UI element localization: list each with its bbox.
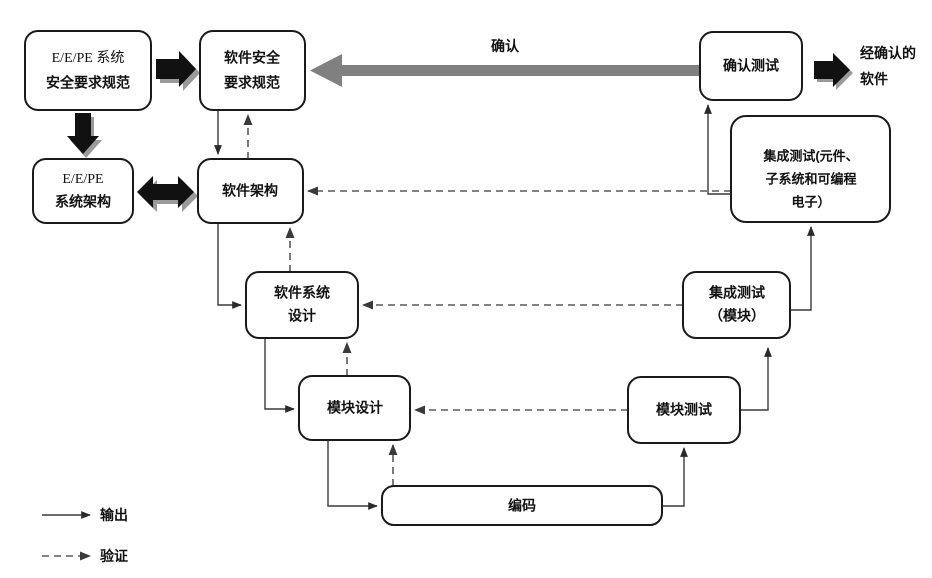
node-software-architecture-box	[197, 158, 304, 224]
block-arrow-validated-software	[814, 53, 853, 90]
output-flow-group	[214, 110, 378, 510]
block-arrow-body-3	[137, 176, 194, 208]
block-arrow-body-4	[814, 53, 850, 87]
flow-integration-test-system-to-validation-test	[704, 104, 731, 195]
verification-flow-group	[243, 113, 731, 486]
node-integration-test-module[interactable]: 集成测试 （模块）	[682, 271, 791, 339]
node-module-design-line1: 模块设计	[327, 400, 383, 416]
legend-verification-label: 验证	[100, 548, 128, 564]
legend: 输出 验证	[42, 507, 128, 564]
legend-output-label: 输出	[100, 507, 128, 523]
node-module-design[interactable]: 模块设计	[298, 375, 411, 441]
node-integration-test-system-box	[730, 115, 891, 223]
node-coding-box	[381, 485, 663, 526]
test-flow-group	[662, 104, 815, 507]
node-software-safety-requirements[interactable]: 软件安全 要求规范	[199, 30, 306, 111]
validation-band-arrow	[310, 54, 700, 87]
flow-system-design-to-module-design	[264, 338, 295, 413]
node-module-test-line1: 模块测试	[656, 402, 712, 418]
node-integration-test-module-line1: 集成测试	[708, 285, 765, 301]
node-integration-test-system-line3: 电子）	[791, 194, 830, 209]
node-ee-pe-safety-requirements[interactable]: E/E/PE 系统 安全要求规范	[24, 30, 152, 111]
flow-architecture-to-system-design	[217, 223, 242, 309]
node-ee-pe-system-architecture-line1: E/E/PE	[62, 172, 103, 187]
node-ee-pe-safety-requirements-line1: E/E/PE 系统	[52, 50, 125, 66]
node-software-architecture[interactable]: 软件架构	[197, 158, 304, 224]
node-software-system-design-line2: 设计	[288, 308, 316, 324]
node-integration-test-module-box	[682, 271, 791, 339]
node-software-safety-requirements-box	[199, 30, 306, 111]
node-validation-test-box	[699, 31, 803, 101]
node-software-system-design-box	[245, 271, 359, 339]
block-arrow-req-to-software-req	[156, 51, 200, 91]
node-module-design-box	[298, 375, 411, 441]
node-coding-line1: 编码	[508, 498, 536, 514]
node-ee-pe-system-architecture-line2: 系统架构	[55, 194, 111, 210]
node-validation-test[interactable]: 确认测试	[699, 31, 803, 101]
block-arrow-architecture-bidirectional	[137, 176, 198, 212]
node-ee-pe-system-architecture[interactable]: E/E/PE 系统架构	[32, 158, 134, 224]
validated-software-label-line2: 软件	[860, 71, 888, 87]
validated-software-label-line1: 经确认的	[860, 45, 916, 61]
node-software-safety-requirements-line1: 软件安全	[224, 50, 281, 66]
node-module-test[interactable]: 模块测试	[627, 376, 741, 444]
node-integration-test-module-line2: （模块）	[709, 308, 765, 324]
block-arrow-body-1	[156, 51, 196, 87]
node-software-system-design-line1: 软件系统	[274, 285, 330, 301]
node-coding[interactable]: 编码	[381, 485, 663, 526]
flow-module-design-to-coding	[327, 440, 378, 510]
block-arrow-body-2	[67, 113, 99, 154]
flow-coding-to-module-test	[662, 447, 688, 507]
validation-band-label: 确认	[491, 38, 520, 54]
flow-integration-test-module-to-integration-test-system	[790, 226, 815, 311]
node-software-architecture-line1: 软件架构	[222, 183, 278, 199]
node-integration-test-system-line1: 集成测试(元件、	[762, 148, 858, 163]
node-ee-pe-safety-requirements-box	[24, 30, 152, 111]
legend-item-verification: 验证	[42, 548, 128, 564]
node-ee-pe-safety-requirements-line2: 安全要求规范	[46, 75, 130, 91]
node-ee-pe-system-architecture-box	[32, 158, 134, 224]
validation-band-shaft	[338, 65, 700, 76]
node-software-safety-requirements-line2: 要求规范	[224, 75, 280, 91]
node-validation-test-line1: 确认测试	[723, 58, 779, 74]
flow-module-test-to-integration-test-module	[740, 347, 772, 411]
validation-band-head	[310, 54, 342, 87]
block-arrow-req-to-system-architecture	[67, 113, 102, 158]
legend-item-output: 输出	[42, 507, 128, 523]
node-software-system-design[interactable]: 软件系统 设计	[245, 271, 359, 339]
node-integration-test-system[interactable]: 集成测试(元件、 子系统和可编程 电子）	[730, 115, 891, 223]
node-module-test-box	[627, 376, 741, 444]
node-integration-test-system-line2: 子系统和可编程	[765, 171, 856, 186]
